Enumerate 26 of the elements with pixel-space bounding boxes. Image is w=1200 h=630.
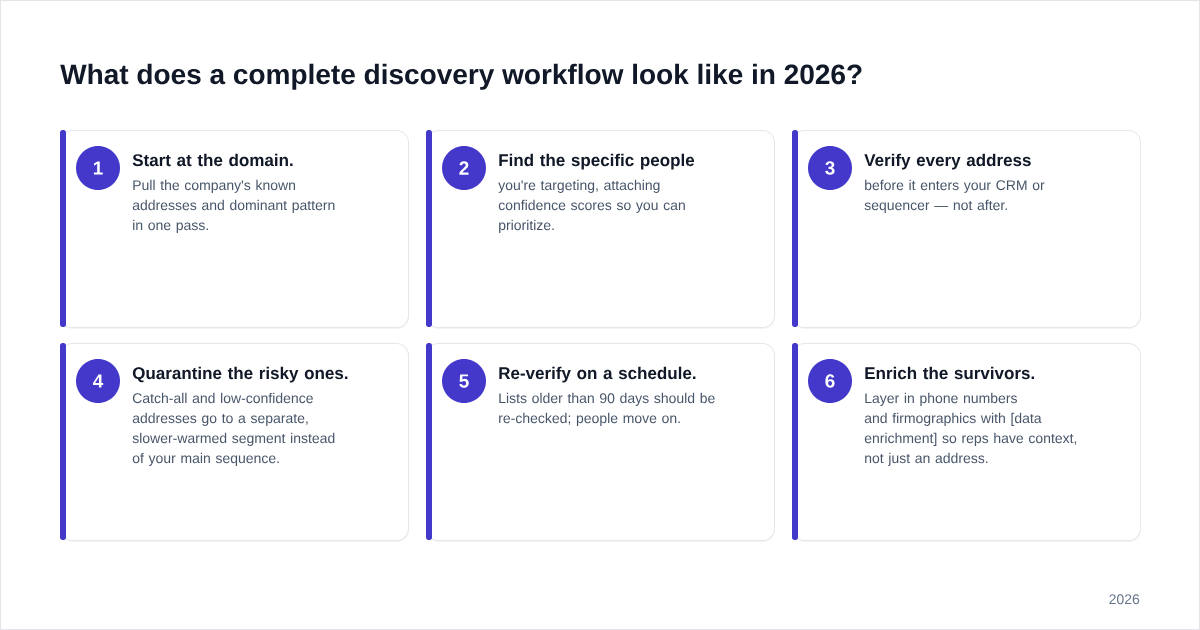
step-heading: Start at the domain.	[132, 153, 293, 167]
step-text: Pull the company's known addresses and dominant pattern in one pass.	[132, 179, 335, 233]
number-badge: 4	[76, 359, 120, 403]
step-card	[426, 343, 775, 542]
step-text: Layer in phone numbers and firmographics with [data enrichment] so reps have context, not just an address.	[864, 392, 1077, 466]
step-heading: Verify every address	[864, 153, 1031, 170]
step-text: Lists older than 90 days should be re-checked; people move on.	[499, 392, 715, 426]
number-badge: 1	[76, 146, 120, 190]
step-heading: Enrich the survivors.	[865, 366, 1035, 380]
step-card	[426, 130, 775, 329]
footer-text: 2026	[1109, 594, 1140, 605]
number-badge: 5	[442, 359, 486, 403]
step-heading: Find the specific people	[499, 153, 695, 170]
step-card	[792, 130, 1141, 329]
step-heading: Re-verify on a schedule.	[499, 366, 696, 383]
step-text: you're targeting, attaching confidence scores so you can prioritize.	[498, 179, 685, 233]
title: What does a complete discovery workflow look like in 2026?	[60, 63, 862, 90]
step-heading: Quarantine the risky ones.	[132, 366, 348, 383]
step-text: Catch-all and low-confidence addresses go to a separate, slower-warmed segment instead of your main sequence.	[132, 392, 335, 466]
step-card	[60, 130, 409, 329]
number-badge: 6	[808, 359, 852, 403]
step-card	[60, 343, 409, 542]
number-badge: 2	[442, 146, 486, 190]
number-badge: 3	[808, 146, 852, 190]
step-text: before it enters your CRM or sequencer — not after.	[864, 179, 1045, 213]
step-card	[792, 343, 1141, 542]
